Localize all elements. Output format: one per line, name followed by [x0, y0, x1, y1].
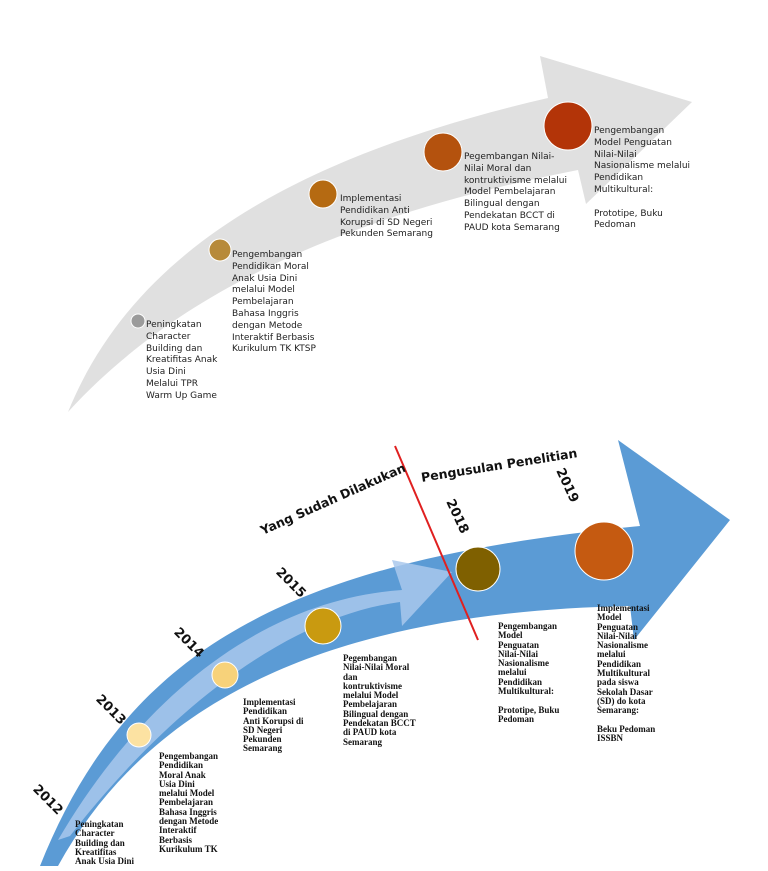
bottom-milestone-label-6: Implementasi Model Penguatan Nilai-Nilai…	[597, 603, 656, 744]
bottom-milestone-circle-1	[126, 722, 152, 748]
bottom-timeline-inner-arrow	[58, 560, 452, 840]
bottom-milestone-circle-3	[304, 607, 342, 645]
top-milestone-label-1: Peningkatan Character Building dan Kreat…	[146, 320, 218, 401]
top-milestone-circle-1	[130, 313, 146, 329]
top-milestone-circle-2	[208, 238, 232, 262]
top-milestone-label-5: Pengembangan Model Penguatan Nilai-Nilai…	[594, 126, 691, 231]
top-milestone-circle-4	[423, 132, 463, 172]
bottom-milestone-circle-2	[211, 661, 239, 689]
bottom-milestone-label-5: Pengembangan Model Penguatan Nilai-Nilai…	[498, 621, 560, 724]
bottom-timeline-arrow	[40, 440, 730, 866]
bottom-milestone-label-3: Implementasi Pendidikan Anti Korupsi di …	[243, 697, 304, 754]
top-milestone-label-2: Pengembangan Pendidikan Moral Anak Usia …	[232, 250, 316, 355]
bottom-milestone-circle-4	[455, 546, 501, 592]
top-milestone-label-3: Implementasi Pendidikan Anti Korupsi di …	[340, 194, 433, 240]
top-milestone-label-4: Pegembangan Nilai- Nilai Moral dan kontr…	[464, 152, 567, 233]
bottom-milestone-label-1: Peningkatan Character Building dan Kreat…	[75, 819, 135, 867]
top-timeline-arrow	[68, 56, 692, 412]
bottom-milestone-circle-5	[574, 521, 634, 581]
phase-divider-line	[394, 445, 479, 641]
top-milestone-circle-5	[543, 101, 593, 151]
top-milestone-circle-3	[308, 179, 338, 209]
bottom-milestone-label-2: Pengembangan Pendidikan Moral Anak Usia …	[159, 751, 219, 854]
bottom-milestone-label-4: Pegembangan Nilai-Nilai Moral dan kontru…	[343, 653, 416, 747]
